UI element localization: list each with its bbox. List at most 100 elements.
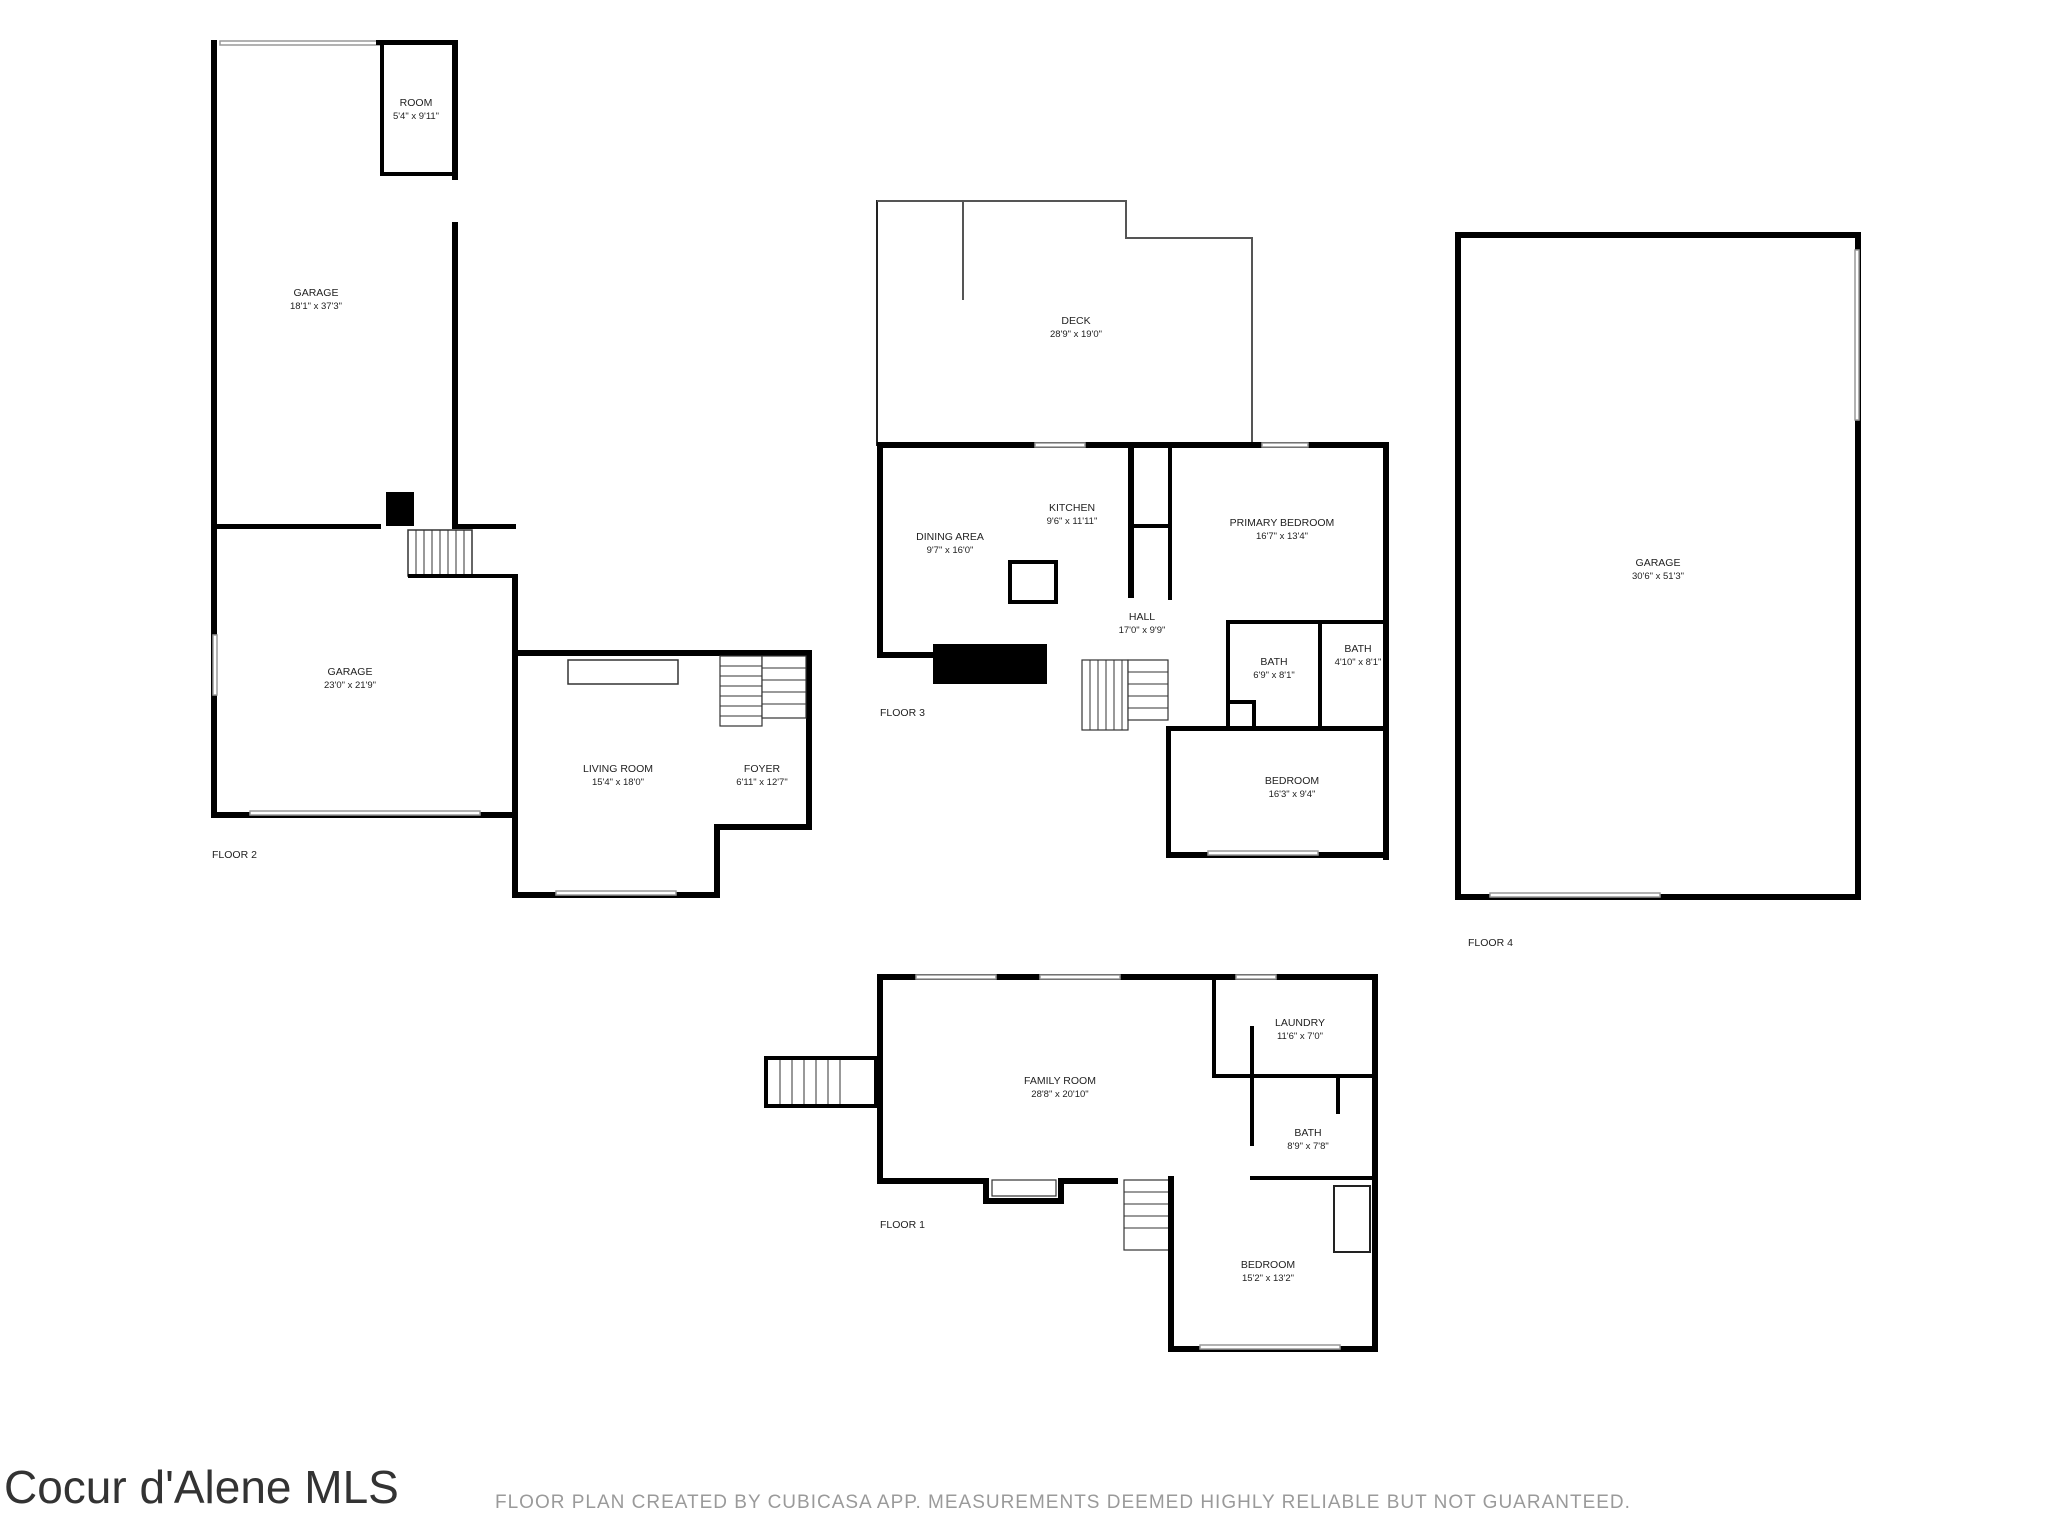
- wall: [1455, 232, 1461, 900]
- window: [219, 40, 381, 46]
- wall: [1372, 974, 1378, 1350]
- wall: [1252, 700, 1256, 730]
- wall: [806, 650, 812, 830]
- room-dims: 9'6" x 11'11": [1047, 516, 1098, 527]
- wall: [1168, 726, 1389, 731]
- wall: [1166, 726, 1171, 858]
- garage-door: [249, 810, 481, 816]
- wall: [211, 40, 217, 528]
- wall: [1212, 980, 1216, 1078]
- wall: [877, 1178, 987, 1184]
- room-name: BEDROOM: [1265, 775, 1319, 787]
- room-name: BATH: [1260, 656, 1287, 668]
- wall: [877, 652, 933, 658]
- floor-label: FLOOR 2: [212, 849, 257, 861]
- room-name: BEDROOM: [1241, 1259, 1295, 1271]
- room-dims: 30'6" x 51'3": [1632, 571, 1684, 582]
- wall: [512, 650, 812, 656]
- room-dims: 9'7" x 16'0": [927, 545, 974, 556]
- window: [1235, 974, 1277, 980]
- wall: [983, 1198, 1063, 1204]
- room-dims: 17'0" x 9'9": [1119, 625, 1166, 636]
- wall: [380, 172, 452, 176]
- wall: [380, 45, 384, 175]
- deck-edge: [877, 200, 964, 300]
- mls-watermark: Cocur d'Alene MLS: [4, 1461, 399, 1513]
- room-name: DINING AREA: [916, 531, 984, 543]
- wall: [1226, 620, 1230, 730]
- room-name: HALL: [1129, 611, 1155, 623]
- wall: [452, 222, 458, 528]
- room-name: ROOM: [400, 97, 433, 109]
- wall: [1318, 620, 1322, 730]
- wall: [1058, 1178, 1118, 1184]
- wall: [512, 650, 518, 898]
- window: [555, 890, 677, 896]
- wall: [1855, 420, 1861, 900]
- window: [1207, 850, 1319, 856]
- wall: [1128, 524, 1172, 528]
- room-name: GARAGE: [294, 287, 339, 299]
- room-dims: 6'9" x 8'1": [1253, 670, 1295, 681]
- room-name: LAUNDRY: [1275, 1017, 1325, 1029]
- room-dims: 6'11" x 12'7": [736, 777, 787, 788]
- room-name: KITCHEN: [1049, 502, 1095, 514]
- room-dims: 8'9" x 7'8": [1287, 1141, 1329, 1152]
- disclaimer-text: FLOOR PLAN CREATED BY CUBICASA APP. MEAS…: [495, 1492, 1631, 1513]
- room-name: FOYER: [744, 763, 781, 775]
- deck-edge: [963, 200, 1253, 446]
- room-dims: 5'4" x 9'11": [393, 111, 439, 122]
- room-dims: 28'9" x 19'0": [1050, 329, 1102, 340]
- wall: [1058, 1178, 1064, 1204]
- room-name: GARAGE: [1636, 557, 1681, 569]
- stairs: [1081, 659, 1169, 731]
- floor-3-plan: [876, 200, 1389, 860]
- stairs: [407, 529, 473, 577]
- wall: [408, 574, 514, 578]
- room-name: LIVING ROOM: [583, 763, 653, 775]
- stairs: [719, 655, 807, 727]
- wall: [714, 824, 720, 898]
- room-dims: 18'1" x 37'3": [290, 301, 342, 312]
- floor-label: FLOOR 1: [880, 1219, 925, 1231]
- wall: [877, 442, 883, 658]
- window: [915, 974, 997, 980]
- wall: [877, 442, 1389, 448]
- wall: [877, 974, 883, 1184]
- room-name: GARAGE: [328, 666, 373, 678]
- chimney: [386, 492, 414, 526]
- wall: [877, 974, 1377, 980]
- wall: [1336, 1074, 1340, 1114]
- fireplace-block: [933, 644, 1047, 684]
- room-dims: 16'3" x 9'4": [1269, 789, 1316, 800]
- wall: [983, 1178, 989, 1202]
- wall: [1128, 448, 1134, 598]
- room-name: BATH: [1294, 1127, 1321, 1139]
- closet: [1333, 1185, 1371, 1253]
- wall: [1226, 620, 1389, 624]
- floor-label: FLOOR 4: [1468, 937, 1513, 949]
- garage-door: [1489, 892, 1661, 898]
- room-dims: 4'10" x 8'1": [1335, 657, 1382, 668]
- wall: [714, 824, 812, 830]
- room-name: BATH: [1344, 643, 1371, 655]
- wall: [1250, 1026, 1254, 1146]
- room-dims: 15'2" x 13'2": [1242, 1273, 1294, 1284]
- wall: [376, 40, 456, 45]
- fireplace: [567, 659, 679, 685]
- window: [1034, 442, 1086, 448]
- room-dims: 23'0" x 21'9": [324, 680, 376, 691]
- wall: [452, 40, 458, 180]
- room-dims: 16'7" x 13'4": [1256, 531, 1308, 542]
- floor-2-plan: [211, 40, 812, 898]
- window: [1199, 1344, 1341, 1350]
- wall: [1168, 1176, 1174, 1352]
- stairs: [764, 1056, 878, 1108]
- room-dims: 11'6" x 7'0": [1277, 1031, 1323, 1042]
- stairs: [1123, 1179, 1171, 1251]
- room-dims: 15'4" x 18'0": [592, 777, 644, 788]
- room-dims: 28'8" x 20'10": [1031, 1089, 1088, 1100]
- wall: [211, 524, 381, 529]
- fireplace: [991, 1179, 1057, 1197]
- window: [212, 634, 218, 696]
